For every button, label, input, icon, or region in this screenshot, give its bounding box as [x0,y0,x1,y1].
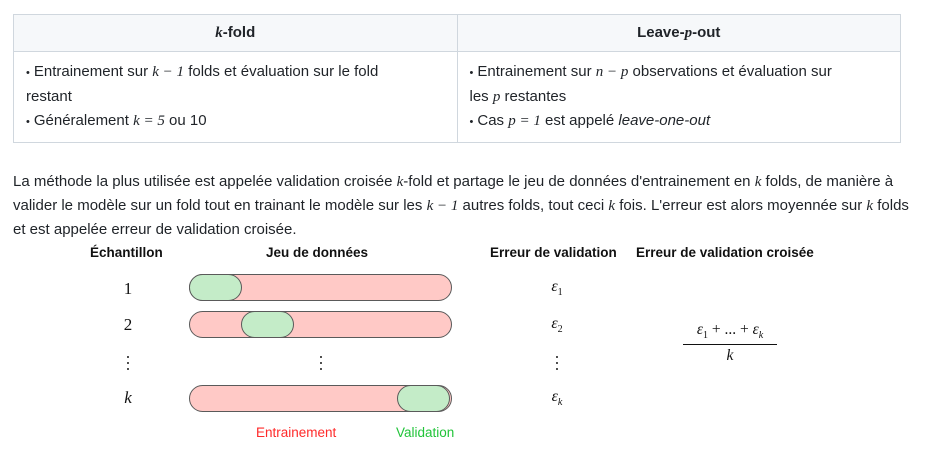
math-k: k [396,174,404,190]
text: Généralement [33,112,134,129]
math-k: k [608,198,616,214]
row-label-k: k [124,388,132,407]
dataset-bar-1 [189,274,452,301]
row-label-1: 1 [123,279,133,298]
math-n-minus-p: n − p [595,64,629,80]
math-p: p [684,25,693,41]
lpo-cell: •Entrainement sur n − p observations et … [456,51,901,143]
text: Entrainement sur [477,63,596,80]
bullet-icon: • [469,67,474,79]
math-p: p [492,89,501,105]
text: observations et évaluation sur [628,63,832,80]
table-row: •Entrainement sur k − 1 folds et évaluat… [13,51,901,143]
epsilon: ε [551,278,558,295]
kfold-line-2: restant [26,88,72,105]
text: autres folds, tout ceci [458,197,609,214]
header-lpo-suffix: -out [692,24,721,41]
formula-denominator: k [726,347,734,365]
header-kfold: k-fold [13,14,458,52]
validation-fold-2 [241,311,294,338]
header-cross-validation-error: Erreur de validation croisée [636,245,814,260]
math-k: k [866,198,874,214]
vertical-ellipsis-icon: ··· [318,346,324,378]
description-paragraph: La méthode la plus utilisée est appelée … [13,170,918,242]
math-k-eq-5: k = 5 [133,113,165,129]
text: les [469,88,493,105]
math-k-minus-1: k − 1 [152,64,185,80]
validation-fold-k [397,385,450,412]
math-p-eq-1: p = 1 [508,113,541,129]
lpo-line-3: •Cas p = 1 est appelé leave-one-out [470,109,889,134]
validation-error-1: ε1 [537,278,577,298]
validation-error-2: ε2 [537,315,577,335]
text: -fold et partage le jeu de données d'ent… [403,173,755,190]
legend-train: Entrainement [256,425,337,440]
text: folds et évaluation sur le fold [184,63,379,80]
epsilon: ε [551,315,558,332]
text: folds, de manière à valider le modèle su… [13,173,894,214]
text: ou 10 [164,112,207,129]
epsilon: ε [696,321,703,338]
math-k: k [754,174,762,190]
text: Cas [477,112,509,129]
epsilon: ε [551,388,558,405]
table-header-row: k-fold Leave-p-out [13,14,901,52]
text: fois. L'erreur est alors moyennée sur [615,197,867,214]
validation-error-k: εk [537,388,577,408]
text: folds et est appelée erreur de validatio… [13,197,909,238]
comparison-table: k-fold Leave-p-out •Entrainement sur k −… [13,14,901,143]
epsilon-subscript: 2 [557,324,563,336]
epsilon-subscript: k [557,397,563,409]
kfold-line-3: •Généralement k = 5 ou 10 [26,109,445,134]
vertical-ellipsis-icon: ··· [554,346,560,378]
epsilon-subscript: k [758,330,764,342]
text: restantes [500,88,567,105]
math-k-minus-1: k − 1 [426,198,459,214]
cross-validation-formula: ε1 + ... + εk k [683,321,777,365]
formula-ellipsis: + ... + [707,321,753,338]
bullet-icon: • [26,116,30,128]
formula-numerator: ε1 + ... + εk [683,321,777,346]
dataset-bar-2 [189,311,452,338]
header-lpo-prefix: Leave- [637,24,685,41]
vertical-ellipsis-icon: ··· [125,346,131,378]
text: est appelé [540,112,619,129]
math-k: k [215,25,223,41]
lpo-line-2: les p restantes [470,85,889,109]
epsilon: ε [752,321,759,338]
row-label-2: 2 [123,315,133,334]
header-validation-error: Erreur de validation [490,245,617,260]
epsilon-subscript: 1 [702,330,708,342]
kfold-line-1: •Entrainement sur k − 1 folds et évaluat… [26,60,445,85]
dataset-bar-k [189,385,452,412]
leave-one-out-term: leave-one-out [618,112,711,129]
bullet-icon: • [26,67,30,79]
kfold-cell: •Entrainement sur k − 1 folds et évaluat… [13,51,458,143]
bullet-icon: • [469,116,474,128]
header-kfold-text: -fold [222,24,256,41]
header-leave-p-out: Leave-p-out [456,14,901,52]
header-sample: Échantillon [90,245,163,260]
legend-validation: Validation [396,425,455,440]
validation-fold-1 [189,274,242,301]
lpo-line-1: •Entrainement sur n − p observations et … [470,60,889,85]
epsilon-subscript: 1 [557,287,563,299]
text: Entrainement sur [33,63,153,80]
header-dataset: Jeu de données [266,245,369,260]
cross-validation-diagram: Échantillon Jeu de données Erreur de val… [0,236,925,458]
text: La méthode la plus utilisée est appelée … [13,173,397,190]
